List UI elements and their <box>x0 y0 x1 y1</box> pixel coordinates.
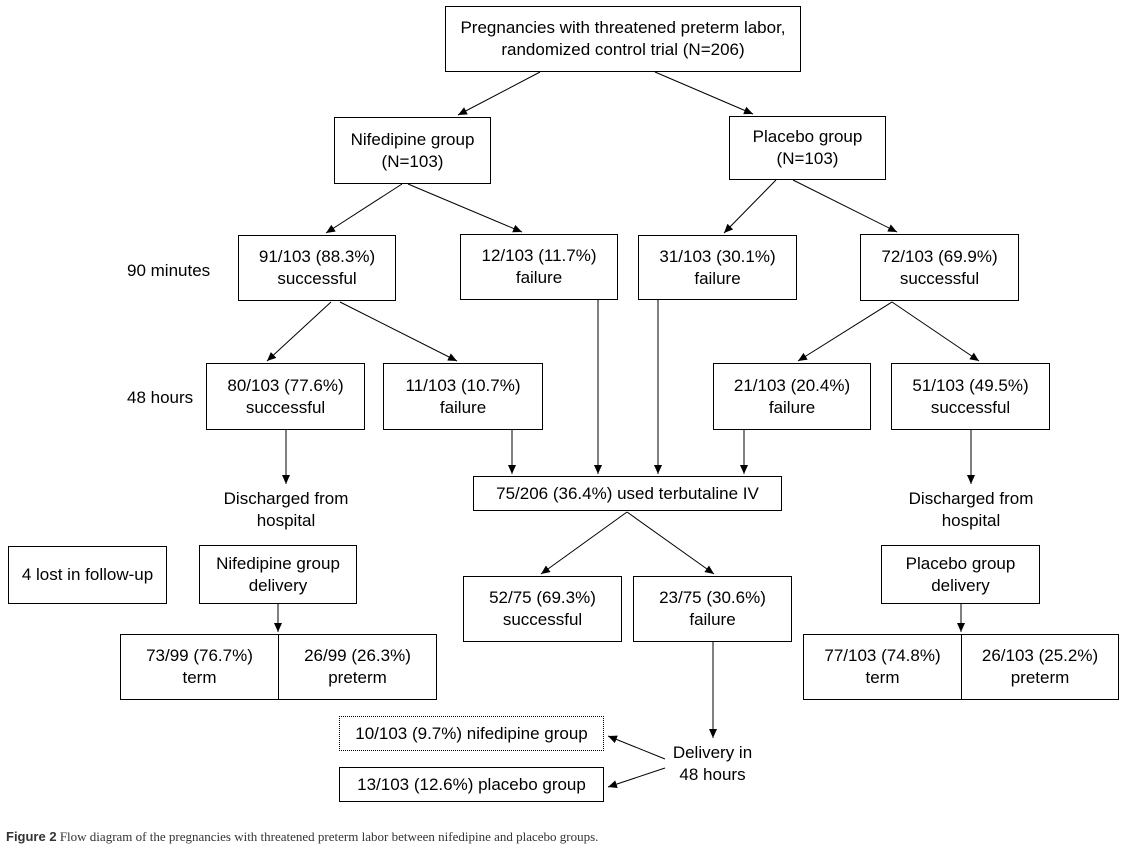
pla-48-failure-line2: failure <box>768 397 816 417</box>
pla-delivery-line2: delivery <box>931 575 990 595</box>
pla-preterm-line2: preterm <box>1010 668 1070 687</box>
nif-term-cell: 73/99 (76.7%) term <box>121 635 279 699</box>
nif-preterm-line1: 26/99 (26.3%) <box>304 646 411 665</box>
pla-term-line2: term <box>865 668 900 687</box>
pla-48-success-line2: successful <box>930 397 1011 417</box>
discharged-nifedipine-line1: Discharged from <box>223 489 349 508</box>
nif-group-48-box: 10/103 (9.7%) nifedipine group <box>339 716 604 751</box>
figure-caption-text: Flow diagram of the pregnancies with thr… <box>59 829 599 844</box>
nif-90-success-box: 91/103 (88.3%) successful <box>238 235 396 301</box>
trial-population-box: Pregnancies with threatened preterm labo… <box>445 6 801 72</box>
figure-caption-label: Figure 2 <box>6 829 57 844</box>
pla-48-success-box: 51/103 (49.5%) successful <box>891 363 1050 430</box>
arrow-nif90-to-48-success <box>266 301 332 362</box>
nif-48-failure-line1: 11/103 (10.7%) <box>405 375 521 395</box>
pla-90-failure-box: 31/103 (30.1%) failure <box>638 235 797 300</box>
arrow-nif90-to-48-failure <box>339 301 458 362</box>
lost-followup-box: 4 lost in follow-up <box>8 546 167 604</box>
nif-90-success-line1: 91/103 (88.3%) <box>258 247 376 266</box>
pla-48-success-line1: 51/103 (49.5%) <box>912 375 1029 395</box>
discharged-placebo-line1: Discharged from <box>908 489 1034 508</box>
pla-90-success-line2: successful <box>899 268 980 288</box>
pla-48-failure-line1: 21/103 (20.4%) <box>733 375 851 395</box>
terb-failure-line2: failure <box>689 610 736 629</box>
nif-48-failure-line2: failure <box>439 397 487 417</box>
discharged-placebo-line2: hospital <box>941 511 1001 530</box>
arrow-delivery48-to-nifgroup <box>607 735 666 760</box>
terb-success-line2: successful <box>502 610 583 629</box>
arrow-terb-to-failure <box>626 511 715 575</box>
arrow-delivery48-to-plagroup <box>607 767 666 788</box>
pla-90-failure-line1: 31/103 (30.1%) <box>659 246 776 266</box>
arrow-pla90-to-48-success <box>891 301 980 362</box>
arrow-pla-to-90-failure <box>723 179 777 234</box>
nifedipine-group-line2: (N=103) <box>381 151 444 171</box>
terbutaline-box: 75/206 (36.4%) used terbutaline IV <box>473 476 782 511</box>
pla-48-failure-box: 21/103 (20.4%) failure <box>713 363 871 430</box>
terb-success-box: 52/75 (69.3%) successful <box>463 576 622 642</box>
pla-delivery-line1: Placebo group <box>905 553 1016 573</box>
discharged-placebo: Discharged from hospital <box>891 488 1051 532</box>
pla-preterm-line1: 26/103 (25.2%) <box>981 646 1099 665</box>
terb-failure-box: 23/75 (30.6%) failure <box>633 576 792 642</box>
arrow-pla-to-90-success <box>792 179 898 233</box>
arrow-top-to-nifedipine <box>457 71 541 116</box>
pla-preterm-cell: 26/103 (25.2%) preterm <box>962 635 1118 699</box>
nifedipine-group-line1: Nifedipine group <box>350 129 475 149</box>
placebo-group-line1: Placebo group <box>752 127 863 146</box>
trial-population-line2: randomized control trial (N=206) <box>501 40 745 59</box>
discharged-nifedipine: Discharged from hospital <box>206 488 366 532</box>
nif-48-success-line2: successful <box>245 397 326 417</box>
arrow-terb-to-success <box>540 511 628 575</box>
delivery-48-line1: Delivery in <box>672 743 753 762</box>
label-90-minutes: 90 minutes <box>127 261 211 280</box>
pla-delivery-box: Placebo group delivery <box>881 545 1040 604</box>
pla-outcome-box: 77/103 (74.8%) term 26/103 (25.2%) prete… <box>803 634 1119 700</box>
nif-delivery-box: Nifedipine group delivery <box>199 545 357 604</box>
terb-success-line1: 52/75 (69.3%) <box>489 588 596 607</box>
arrow-nif-to-90-failure <box>407 183 523 233</box>
arrow-pla90-to-48-failure <box>797 301 893 362</box>
label-48-hours: 48 hours <box>127 388 194 407</box>
lost-followup-text: 4 lost in follow-up <box>21 565 154 584</box>
placebo-group-line2: (N=103) <box>776 149 839 168</box>
terbutaline-text: 75/206 (36.4%) used terbutaline IV <box>496 483 759 503</box>
pla-90-success-box: 72/103 (69.9%) successful <box>860 234 1019 301</box>
trial-population-line1: Pregnancies with threatened preterm labo… <box>460 18 786 37</box>
arrow-nif-to-90-success <box>325 183 403 234</box>
nif-preterm-cell: 26/99 (26.3%) preterm <box>279 635 436 699</box>
nif-term-line2: term <box>182 668 217 687</box>
discharged-nifedipine-line2: hospital <box>256 511 316 530</box>
nif-48-success-box: 80/103 (77.6%) successful <box>206 363 365 430</box>
pla-90-success-line1: 72/103 (69.9%) <box>881 246 998 266</box>
nifedipine-group-box: Nifedipine group (N=103) <box>334 117 491 184</box>
delivery-48-hours: Delivery in 48 hours <box>655 742 770 786</box>
nif-delivery-line1: Nifedipine group <box>216 553 340 573</box>
pla-term-line1: 77/103 (74.8%) <box>824 646 941 665</box>
nif-48-success-line1: 80/103 (77.6%) <box>227 375 344 395</box>
nif-90-failure-line2: failure <box>515 268 563 287</box>
pla-group-48-box: 13/103 (12.6%) placebo group <box>339 767 604 802</box>
nif-90-failure-box: 12/103 (11.7%) failure <box>460 234 618 300</box>
nif-90-success-line2: successful <box>277 269 357 288</box>
nif-delivery-line2: delivery <box>248 575 308 595</box>
nif-outcome-box: 73/99 (76.7%) term 26/99 (26.3%) preterm <box>120 634 437 700</box>
nif-term-line1: 73/99 (76.7%) <box>146 646 253 665</box>
delivery-48-line2: 48 hours <box>679 765 746 784</box>
pla-group-48-text: 13/103 (12.6%) placebo group <box>357 774 586 794</box>
nif-preterm-line2: preterm <box>328 668 387 687</box>
pla-term-cell: 77/103 (74.8%) term <box>804 635 962 699</box>
placebo-group-box: Placebo group (N=103) <box>729 116 886 180</box>
arrow-top-to-placebo <box>654 71 754 115</box>
nif-48-failure-box: 11/103 (10.7%) failure <box>383 363 543 430</box>
figure-caption: Figure 2 Flow diagram of the pregnancies… <box>6 829 598 845</box>
pla-90-failure-line2: failure <box>694 268 741 288</box>
nif-group-48-text: 10/103 (9.7%) nifedipine group <box>355 723 588 743</box>
terb-failure-line1: 23/75 (30.6%) <box>659 588 766 607</box>
nif-90-failure-line1: 12/103 (11.7%) <box>481 246 597 265</box>
